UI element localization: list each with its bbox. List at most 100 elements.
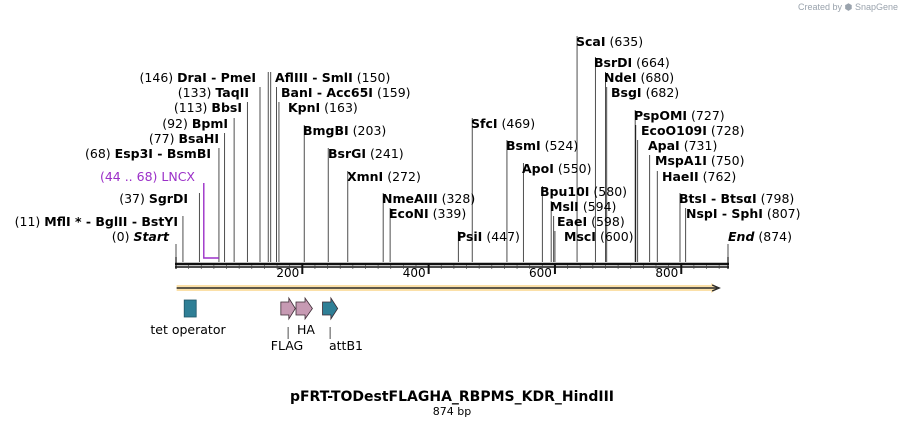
- feature-label-ha: HA: [297, 322, 315, 337]
- site-position-sgrdi: (37): [119, 191, 145, 206]
- site-name-sgrdi: SgrDI: [149, 191, 188, 206]
- site-position-bpmi: (92): [162, 116, 188, 131]
- site-label-bbsi: (113) BbsI: [174, 100, 242, 115]
- site-name-bbsi: BbsI: [211, 100, 242, 115]
- site-label-start: (0) Start: [112, 229, 170, 244]
- site-name-bmgbi: BmgBI: [303, 123, 349, 138]
- site-label-xmni: XmnI (272): [347, 169, 421, 184]
- site-label-apoi: ApoI (550): [522, 161, 591, 176]
- tick-label-800: 800: [655, 266, 678, 280]
- site-label-nspi: NspI - SphI (807): [686, 206, 801, 221]
- site-label-mfli: (11) MflI * - BglII - BstYI: [15, 214, 178, 229]
- site-position-bsmi: (524): [545, 138, 579, 153]
- site-position-bsahi: (77): [149, 131, 175, 146]
- site-label-bani: BanI - Acc65I (159): [281, 85, 411, 100]
- site-label-sfci: SfcI (469): [471, 116, 535, 131]
- site-name-bpu10i: Bpu10I: [540, 184, 589, 199]
- site-name-eaei: EaeI: [557, 214, 587, 229]
- snapgene-credit: Created by ⬢ SnapGene: [798, 2, 898, 13]
- site-label-bsmi: BsmI (524): [506, 138, 578, 153]
- feature-tet-operator: [183, 299, 197, 318]
- site-label-apai: ApaI (731): [648, 138, 717, 153]
- feature-label-flag: FLAG: [271, 338, 303, 353]
- site-position-eaei: (598): [591, 214, 625, 229]
- site-position-sfci: (469): [502, 116, 536, 131]
- site-name-mspa1i: MspA1I: [655, 153, 707, 168]
- site-name-nmeaiii: NmeAIII: [382, 191, 438, 206]
- site-name-end: End: [728, 229, 755, 244]
- primer-annotation: (44 .. 68) LNCX: [100, 169, 219, 259]
- site-name-drai: DraI - PmeI: [177, 70, 256, 85]
- site-label-bmgbi: BmgBI (203): [303, 123, 386, 138]
- primer-range: (44 .. 68): [100, 169, 157, 184]
- site-position-xmni: (272): [387, 169, 421, 184]
- site-label-bpu10i: Bpu10I (580): [540, 184, 627, 199]
- site-name-econi: EcoNI: [389, 206, 429, 221]
- feature-ha: [295, 296, 313, 321]
- site-label-drai: (146) DraI - PmeI: [140, 70, 256, 85]
- site-label-taqii: (133) TaqII: [178, 85, 249, 100]
- site-name-bpmi: BpmI: [192, 116, 228, 131]
- site-labels: (0) Start(11) MflI * - BglII - BstYI (37)…: [15, 34, 801, 244]
- site-position-btsi: (798): [761, 191, 795, 206]
- primer-lncx-mark: [203, 183, 219, 259]
- site-name-taqii: TaqII: [215, 85, 249, 100]
- site-position-bsgi: (682): [646, 85, 680, 100]
- site-position-msli: (594): [583, 199, 617, 214]
- site-name-bsrgi: BsrGI: [328, 146, 366, 161]
- site-label-end: End (874): [728, 229, 792, 244]
- site-name-bsgi: BsgI: [611, 85, 642, 100]
- site-name-bsmi: BsmI: [506, 138, 541, 153]
- site-name-haeii: HaeII: [662, 169, 699, 184]
- feature-label-tet-operator: tet operator: [150, 322, 226, 337]
- tick-label-600: 600: [529, 266, 552, 280]
- site-label-sgrdi: (37) SgrDI: [119, 191, 188, 206]
- site-name-psii: PsiI: [457, 229, 482, 244]
- site-label-bsgi: BsgI (682): [611, 85, 679, 100]
- site-label-ecoo109i: EcoO109I (728): [641, 123, 745, 138]
- site-name-apai: ApaI: [648, 138, 680, 153]
- site-position-nmeaiii: (328): [442, 191, 476, 206]
- site-label-ndei: NdeI (680): [604, 70, 674, 85]
- tick-label-400: 400: [403, 266, 426, 280]
- site-position-apoi: (550): [558, 161, 592, 176]
- site-position-ecoo109i: (728): [711, 123, 745, 138]
- map-title: pFRT-TODestFLAGHA_RBPMS_KDR_HindIII: [290, 389, 614, 405]
- site-label-psii: PsiI (447): [457, 229, 520, 244]
- map-subtitle: 874 bp: [433, 405, 471, 418]
- site-position-drai: (146): [140, 70, 174, 85]
- site-position-bsrgi: (241): [370, 146, 404, 161]
- primer-name: LNCX: [161, 169, 195, 184]
- site-label-bpmi: (92) BpmI: [162, 116, 228, 131]
- feature-attb1: [322, 296, 339, 321]
- site-label-econi: EcoNI (339): [389, 206, 466, 221]
- site-position-mspa1i: (750): [711, 153, 745, 168]
- site-label-btsi: BtsI - BtsαI (798): [679, 191, 794, 206]
- site-position-psii: (447): [486, 229, 520, 244]
- credit-text: Created by: [798, 2, 843, 12]
- site-position-esp3i: (68): [85, 146, 111, 161]
- site-name-bsrdi: BsrDI: [594, 55, 632, 70]
- site-label-eaei: EaeI (598): [557, 214, 625, 229]
- site-position-mfli: (11): [15, 214, 41, 229]
- site-position-ndei: (680): [641, 70, 675, 85]
- site-name-btsi: BtsI - BtsαI: [679, 191, 757, 206]
- site-name-scai: ScaI: [576, 34, 606, 49]
- site-position-apai: (731): [684, 138, 718, 153]
- site-position-econi: (339): [433, 206, 467, 221]
- site-label-nmeaiii: NmeAIII (328): [382, 191, 475, 206]
- sequence-backbone: 200 400 600 800: [175, 257, 729, 280]
- site-position-end: (874): [758, 229, 792, 244]
- site-label-bsahi: (77) BsaHI: [149, 131, 219, 146]
- site-label-esp3i: (68) Esp3I - BsmBI: [85, 146, 211, 161]
- site-name-sfci: SfcI: [471, 116, 498, 131]
- site-label-afliii: AflIII - SmlI (150): [275, 70, 390, 85]
- site-name-xmni: XmnI: [347, 169, 383, 184]
- site-position-afliii: (150): [357, 70, 391, 85]
- site-position-haeii: (762): [703, 169, 737, 184]
- site-label-mspa1i: MspA1I (750): [655, 153, 744, 168]
- site-position-bpu10i: (580): [593, 184, 627, 199]
- site-name-esp3i: Esp3I - BsmBI: [115, 146, 211, 161]
- tick-label-200: 200: [276, 266, 299, 280]
